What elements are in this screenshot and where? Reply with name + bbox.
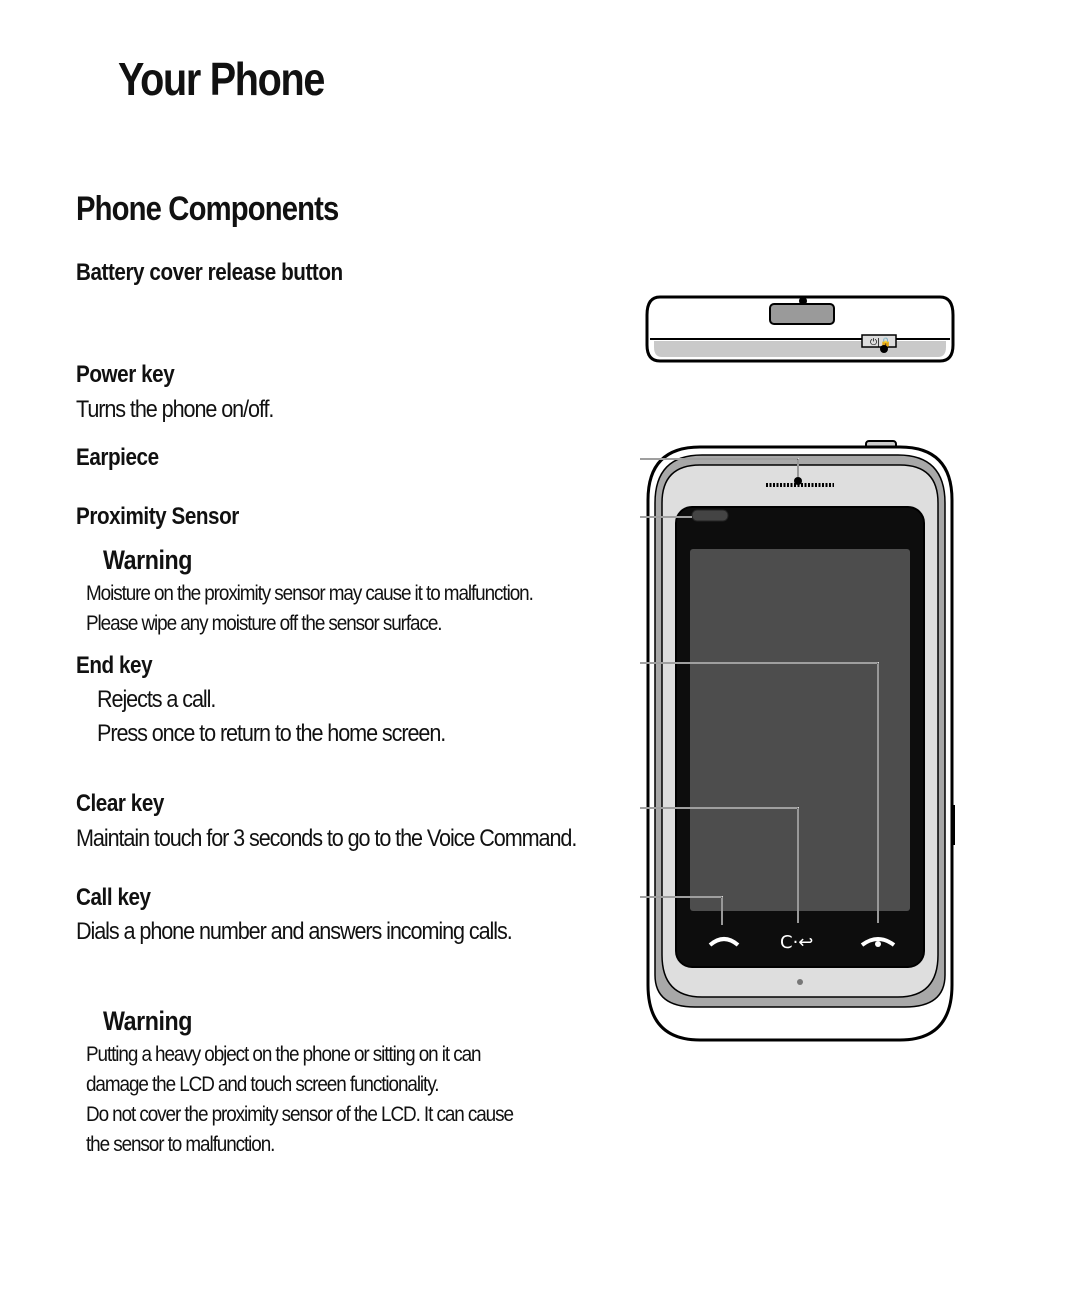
warning-title-1: Warning bbox=[103, 545, 193, 575]
battery-cover-release-button bbox=[769, 303, 835, 325]
warning-title-2: Warning bbox=[103, 1006, 193, 1036]
warning-2-line-3: Do not cover the proximity sensor of the… bbox=[86, 1103, 514, 1126]
warning-2-line-2: damage the LCD and touch screen function… bbox=[86, 1073, 439, 1096]
end-key-label: End key bbox=[76, 652, 153, 679]
page-title: Your Phone bbox=[118, 53, 325, 105]
section-title: Phone Components bbox=[76, 190, 339, 228]
call-key-desc: Dials a phone number and answers incomin… bbox=[76, 918, 513, 945]
warning-2-line-4: the sensor to malfunction. bbox=[86, 1133, 275, 1156]
power-key-icon bbox=[861, 334, 897, 348]
battery-cover-label: Battery cover release button bbox=[76, 259, 343, 286]
proximity-sensor-label: Proximity Sensor bbox=[76, 503, 239, 530]
earpiece-label: Earpiece bbox=[76, 444, 159, 471]
clear-key-icon: C·↩ bbox=[780, 932, 813, 953]
phone-diagram: ⏻|🔒 C·↩ bbox=[640, 295, 955, 1042]
proximity-sensor-window bbox=[691, 509, 729, 522]
warning-1-line-2: Please wipe any moisture off the sensor … bbox=[86, 612, 443, 635]
call-key-icon bbox=[708, 937, 740, 947]
clear-key-desc: Maintain touch for 3 seconds to go to th… bbox=[76, 825, 577, 852]
svg-text:⏻|🔒: ⏻|🔒 bbox=[870, 337, 891, 348]
phone-front-view: C·↩ bbox=[640, 440, 955, 1042]
end-key-desc-2: Press once to return to the home screen. bbox=[97, 720, 446, 747]
call-key-label: Call key bbox=[76, 884, 151, 911]
warning-1-line-1: Moisture on the proximity sensor may cau… bbox=[86, 582, 534, 605]
clear-key-label: Clear key bbox=[76, 790, 164, 817]
phone-top-view: ⏻|🔒 bbox=[645, 295, 955, 363]
end-key-icon bbox=[860, 937, 896, 947]
power-key-label: Power key bbox=[76, 361, 175, 388]
earpiece-grille bbox=[766, 477, 834, 487]
power-key-desc: Turns the phone on/off. bbox=[76, 396, 274, 423]
end-key-desc-1: Rejects a call. bbox=[97, 686, 216, 713]
warning-2-line-1: Putting a heavy object on the phone or s… bbox=[86, 1043, 482, 1066]
